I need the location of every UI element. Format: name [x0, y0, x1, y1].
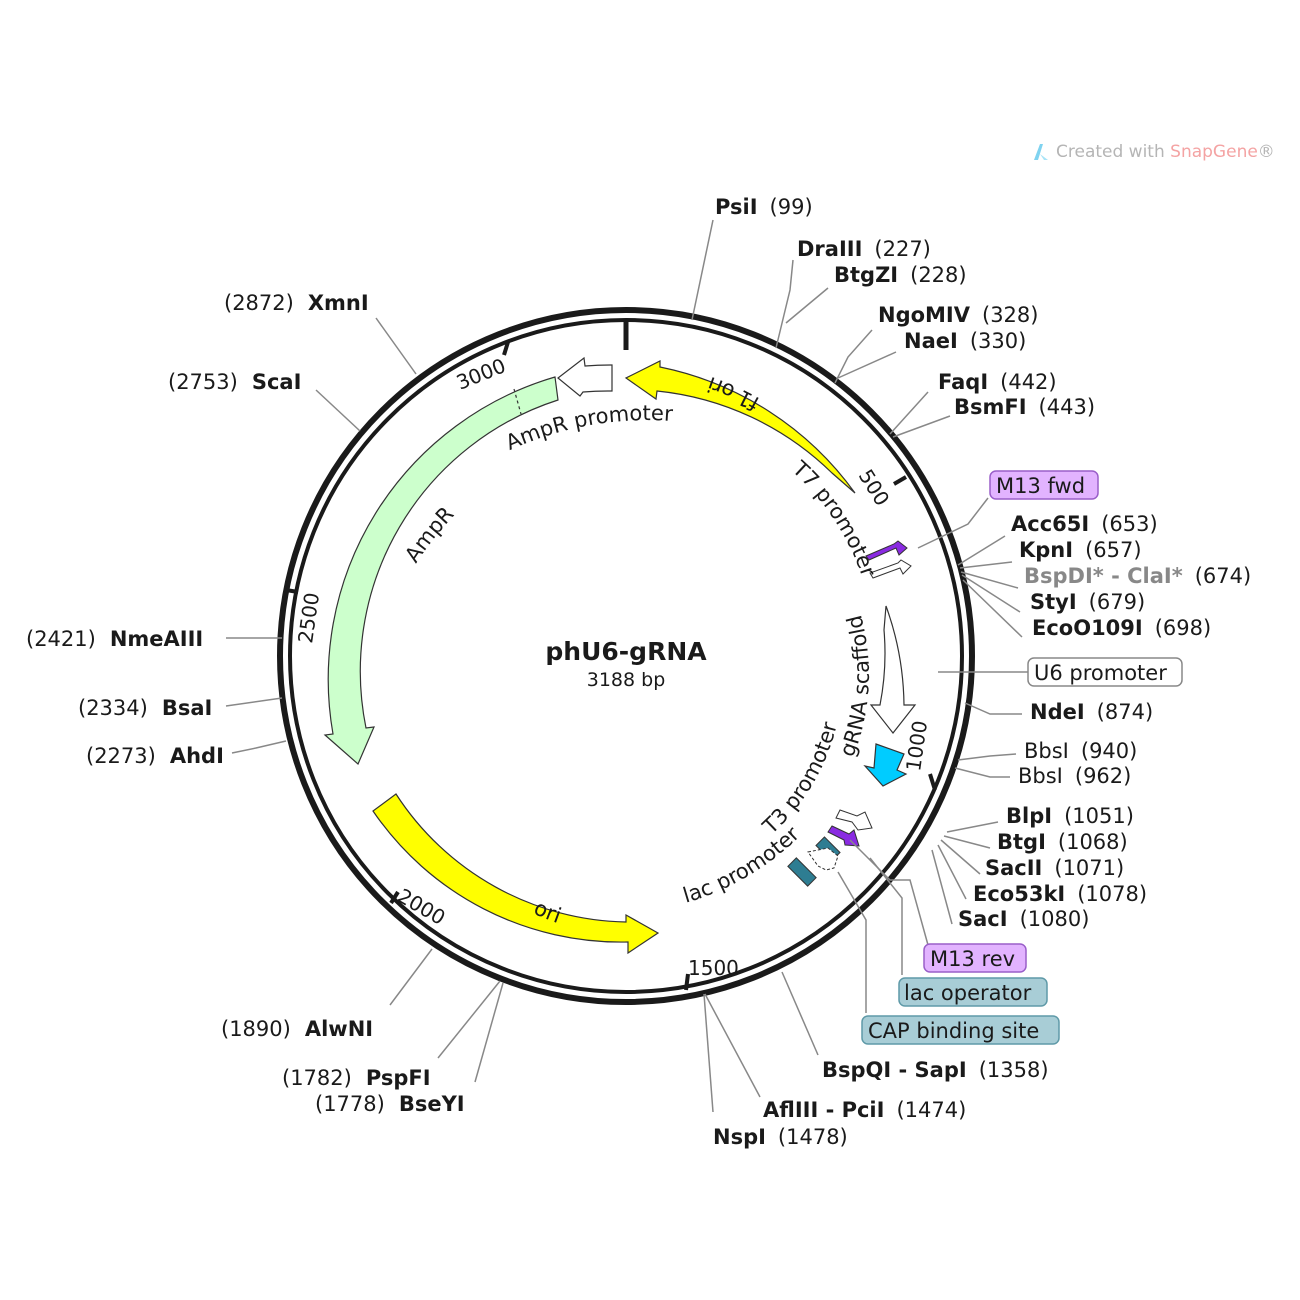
site-label[interactable]: (2753)ScaI: [168, 370, 301, 394]
m13-rev-arrow[interactable]: [827, 825, 860, 847]
site-label[interactable]: (2273)AhdI: [86, 744, 224, 768]
tick-mark: [928, 773, 937, 791]
t7-primer-arrow[interactable]: [865, 540, 908, 561]
grna-scaffold-label: gRNA scaffold: [835, 613, 874, 760]
tick-label: 2500: [293, 591, 324, 645]
site-label[interactable]: (1778)BseYI: [315, 1092, 465, 1116]
tick-mark: [684, 973, 690, 991]
tick-mark: [285, 588, 299, 594]
site-label[interactable]: BbsI(962): [1018, 764, 1131, 788]
site-label[interactable]: Acc65I(653): [1011, 512, 1158, 536]
tick-mark: [389, 890, 400, 905]
features: [323, 356, 917, 955]
site-label[interactable]: (1782)PspFI: [282, 1066, 431, 1090]
site-label[interactable]: EcoO109I(698): [1032, 616, 1211, 640]
u6-promoter-box[interactable]: U6 promoter: [1027, 657, 1183, 687]
m13-fwd-text: M13 fwd: [996, 474, 1085, 498]
ampr-promoter-arrow[interactable]: [557, 356, 613, 397]
snapgene-logo-icon: [1034, 144, 1048, 160]
site-label[interactable]: NdeI(874): [1030, 700, 1153, 724]
tick-mark: [892, 475, 908, 486]
site-label[interactable]: BsmFI(443): [954, 395, 1095, 419]
site-label[interactable]: NaeI(330): [904, 329, 1026, 353]
tick-labels: 500 1000 1500 2000 2500 3000: [293, 353, 932, 980]
right-sites: PsiI(99) DraIII(227) BtgZI(228) NgoMIV(3…: [713, 195, 1251, 1149]
watermark-text: Created with SnapGene®: [1056, 142, 1275, 162]
site-label[interactable]: NspI(1478): [713, 1125, 848, 1149]
site-label[interactable]: (2421)NmeAIII: [26, 627, 203, 651]
lac-promoter-label: lac promoter: [680, 822, 804, 908]
lac-operator-box[interactable]: lac operator: [898, 977, 1048, 1007]
m13-fwd-box[interactable]: M13 fwd: [989, 470, 1099, 500]
left-sites: (2872)XmnI (2753)ScaI (2421)NmeAIII (233…: [26, 291, 465, 1116]
watermark: Created with SnapGene®: [1032, 142, 1275, 162]
tick-mark: [502, 341, 510, 356]
t3-promoter-arrow[interactable]: [835, 809, 873, 831]
site-label[interactable]: BspDI* - ClaI*(674): [1024, 564, 1251, 588]
site-label[interactable]: SacI(1080): [958, 907, 1089, 931]
site-label[interactable]: BspQI - SapI(1358): [822, 1058, 1049, 1082]
ori-arrow[interactable]: [372, 793, 660, 955]
tick-label: 1500: [688, 956, 739, 980]
site-label[interactable]: DraIII(227): [797, 237, 931, 261]
site-label[interactable]: (2872)XmnI: [224, 291, 369, 315]
cap-binding-site-box[interactable]: CAP binding site: [861, 1015, 1060, 1045]
site-label[interactable]: StyI(679): [1030, 590, 1145, 614]
lac-operator-text: lac operator: [904, 981, 1032, 1005]
site-label[interactable]: NgoMIV(328): [878, 303, 1038, 327]
site-label[interactable]: FaqI(442): [938, 370, 1057, 394]
ampr-arrow[interactable]: [323, 376, 559, 765]
t3-promoter-label: T3 promoter: [758, 719, 842, 839]
site-label[interactable]: SacII(1071): [985, 856, 1124, 880]
tick-label: 3000: [453, 353, 509, 394]
site-label[interactable]: (2334)BsaI: [78, 696, 212, 720]
m13-rev-box[interactable]: M13 rev: [923, 943, 1027, 973]
cap-binding-site-text: CAP binding site: [868, 1019, 1039, 1043]
tick-label: 1000: [901, 719, 932, 773]
grna-scaffold-arrow[interactable]: [869, 605, 917, 734]
site-label[interactable]: BlpI(1051): [1006, 804, 1134, 828]
boxed-labels: M13 fwd U6 promoter M13 rev lac operator…: [861, 470, 1183, 1045]
tick-marks: [285, 341, 937, 991]
site-label[interactable]: KpnI(657): [1019, 538, 1142, 562]
leader-lines: [225, 219, 1028, 1113]
u6-promoter-text: U6 promoter: [1034, 661, 1167, 685]
site-label[interactable]: (1890)AlwNI: [221, 1017, 373, 1041]
site-label[interactable]: Eco53kI(1078): [973, 882, 1147, 906]
site-label[interactable]: PsiI(99): [715, 195, 813, 219]
backbone: [277, 307, 975, 1005]
t7-promoter-arrow[interactable]: [869, 559, 912, 579]
plasmid-name: phU6-gRNA: [545, 637, 707, 666]
lac-promoter-arrow[interactable]: [807, 847, 839, 871]
cap-binding-site-block[interactable]: [787, 857, 817, 887]
f1-ori-arrow[interactable]: [624, 360, 856, 494]
ampr-join-marker: [513, 388, 522, 415]
site-label[interactable]: BbsI(940): [1024, 739, 1137, 763]
site-label[interactable]: BtgI(1068): [997, 830, 1128, 854]
site-label[interactable]: AflIII - PciI(1474): [763, 1098, 966, 1122]
site-label[interactable]: BtgZI(228): [834, 263, 967, 287]
m13-rev-text: M13 rev: [930, 947, 1015, 971]
tick-label: 500: [854, 465, 895, 510]
plasmid-size: 3188 bp: [587, 669, 666, 691]
u6-arrow[interactable]: [863, 743, 908, 787]
